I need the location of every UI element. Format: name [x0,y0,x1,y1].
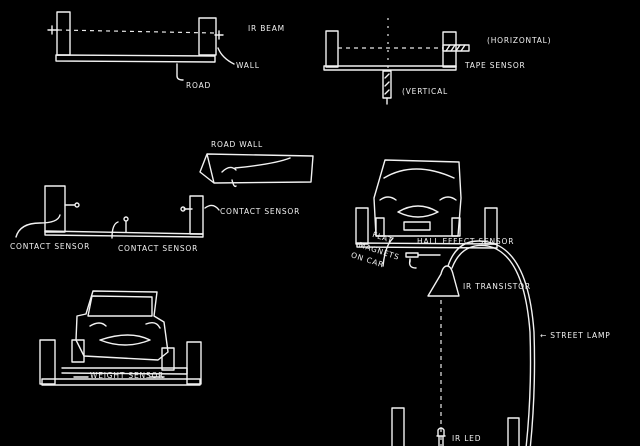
tape-sensor-sketch: (HORIZONTAL) TAPE SENSOR (VERTICAL [323,18,551,105]
road-wall-block [199,153,314,184]
left-wall [391,407,405,446]
left-arrow [15,214,61,238]
wall-label: WALL [236,61,260,70]
middle-arrow [111,221,119,239]
left-wall [56,11,71,56]
car-body [75,290,169,361]
hall-arrow [408,259,417,269]
wall-arrow [217,47,235,65]
contact-sensor-left-label: CONTACT SENSOR [10,242,90,251]
contact-sensor-middle-label: CONTACT SENSOR [118,244,198,253]
right-contact-head [180,206,186,212]
car-body [373,159,462,237]
hall-effect-sketch: HALL EFFECT SENSOR FLAT MAGNETS ON CAR [350,159,514,270]
weight-sensor-sketch: WEIGHT SENSOR [39,290,202,386]
left-wall [44,185,66,233]
car-wheel-left [71,339,85,363]
road-wall-label: ROAD WALL [211,140,263,149]
vertical-label: (VERTICAL [402,87,448,96]
street-lamp-label: ← STREET LAMP [540,331,611,340]
lamp-head [427,265,460,297]
lamp-pole [447,240,536,446]
left-contact-head [74,202,80,208]
road [55,54,216,63]
ir-beam-sketch: IR BEAM WALL ROAD [47,11,285,90]
contact-sensor-right-label: CONTACT SENSOR [220,207,300,216]
street-lamp-sketch: IR TRANSISTOR ← STREET LAMP IR LED [391,240,611,446]
right-arrow [204,204,220,211]
road [44,230,204,238]
right-wall [186,341,202,385]
car-details [379,168,457,231]
road-arrow [176,63,184,81]
weight-sensor-label: WEIGHT SENSOR [90,371,164,380]
road-with-plate [41,367,201,386]
road-wall-detail [221,157,291,188]
right-wall [442,31,457,68]
ir-transistor-label: IR TRANSISTOR [463,282,531,291]
right-wall [198,17,217,56]
sensor-hatch [445,44,466,52]
ir-led-label: IR LED [452,434,481,443]
sensor-hatch [384,73,390,105]
contact-sensor-sketch: ROAD WALL CONTACT SENSOR CONTACT SENSOR … [10,140,314,253]
right-wall [189,195,204,235]
ir-beam-line [57,29,216,34]
floor-contact-head [123,216,129,222]
hall-effect-label: HALL EFFECT SENSOR [417,237,514,246]
car-wheel-right [161,347,175,371]
car-wheel-right [451,217,461,237]
horizontal-label: (HORIZONTAL) [487,36,551,45]
left-wall [39,339,56,385]
tape-sensor-label: TAPE SENSOR [464,61,526,70]
road-label: ROAD [186,81,211,90]
right-wall [507,417,520,446]
ir-led-icon [436,427,446,446]
hall-sensor [405,252,419,258]
road [323,65,457,71]
ir-beam-label: IR BEAM [248,24,285,33]
road [356,242,498,249]
car-details [87,295,161,346]
ir-emitters [47,25,224,40]
left-wall [325,30,339,68]
left-wall [355,207,369,245]
car-wheel-left [375,217,385,237]
